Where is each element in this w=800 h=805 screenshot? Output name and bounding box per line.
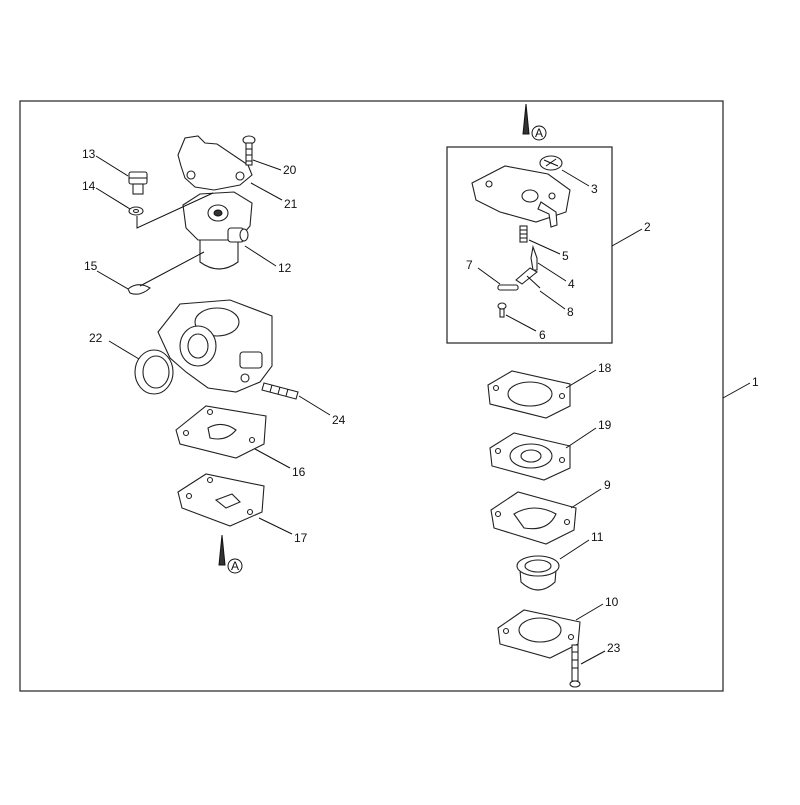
callout-23: 23 xyxy=(607,641,621,655)
part-9-pump-body xyxy=(490,491,577,545)
part-19-diaphragm xyxy=(489,432,571,481)
part-6-screw xyxy=(497,302,507,318)
carburetor-body xyxy=(157,299,273,393)
part-12-throttle-body xyxy=(182,191,253,270)
part-10-cover xyxy=(497,609,581,659)
callout-9: 9 xyxy=(604,478,611,492)
callout-1: 1 xyxy=(752,375,759,389)
callout-7: 7 xyxy=(466,258,473,272)
part-4-needle xyxy=(530,244,538,271)
part-5-spring xyxy=(519,225,528,243)
part-13-screw xyxy=(128,171,148,195)
view-marker-bottom-label: A xyxy=(231,559,239,573)
callout-21: 21 xyxy=(284,197,298,211)
callout-2: 2 xyxy=(644,220,651,234)
part-23-screw xyxy=(569,644,581,688)
assembly-line-left-lower xyxy=(139,251,205,287)
part-17-diaphragm xyxy=(177,473,265,527)
callout-14: 14 xyxy=(82,179,96,193)
callout-4: 4 xyxy=(568,277,575,291)
part-16-gasket xyxy=(175,405,267,459)
callout-22: 22 xyxy=(89,331,103,345)
part-14-washer xyxy=(128,206,144,216)
callout-15: 15 xyxy=(84,259,98,273)
callout-16: 16 xyxy=(292,465,306,479)
callout-10: 10 xyxy=(605,595,619,609)
callout-8: 8 xyxy=(567,305,574,319)
callout-labels: 1 2 3 4 5 6 7 8 9 10 11 12 13 14 15 16 1… xyxy=(82,147,759,655)
callout-17: 17 xyxy=(294,531,308,545)
callout-11: 11 xyxy=(591,530,604,544)
part-3-screen xyxy=(539,155,563,171)
part-7-pin xyxy=(497,284,519,291)
subassembly-box xyxy=(446,146,613,344)
part-24-adjusting-screw xyxy=(261,382,299,400)
callout-13: 13 xyxy=(82,147,96,161)
callout-3: 3 xyxy=(591,182,598,196)
callout-20: 20 xyxy=(283,163,297,177)
view-marker-bottom: A xyxy=(218,534,243,574)
part-11-primer-bulb xyxy=(516,555,560,591)
part-18-gasket xyxy=(487,370,571,419)
callout-5: 5 xyxy=(562,249,569,263)
assembly-line-left-upper xyxy=(136,192,214,229)
metering-body xyxy=(471,165,571,228)
part-20-screw xyxy=(242,135,256,166)
callout-12: 12 xyxy=(278,261,292,275)
callout-24: 24 xyxy=(332,413,346,427)
view-marker-top-label: A xyxy=(535,126,543,140)
view-marker-top: A xyxy=(522,103,547,141)
leader-lines xyxy=(95,155,751,665)
part-15-clip xyxy=(127,284,151,295)
part-21-bracket xyxy=(177,135,253,191)
callout-6: 6 xyxy=(539,328,546,342)
callout-18: 18 xyxy=(598,361,612,375)
callout-19: 19 xyxy=(598,418,612,432)
part-22-seal xyxy=(134,349,174,395)
part-8-lever xyxy=(515,267,541,289)
assembly-frame xyxy=(19,100,724,692)
